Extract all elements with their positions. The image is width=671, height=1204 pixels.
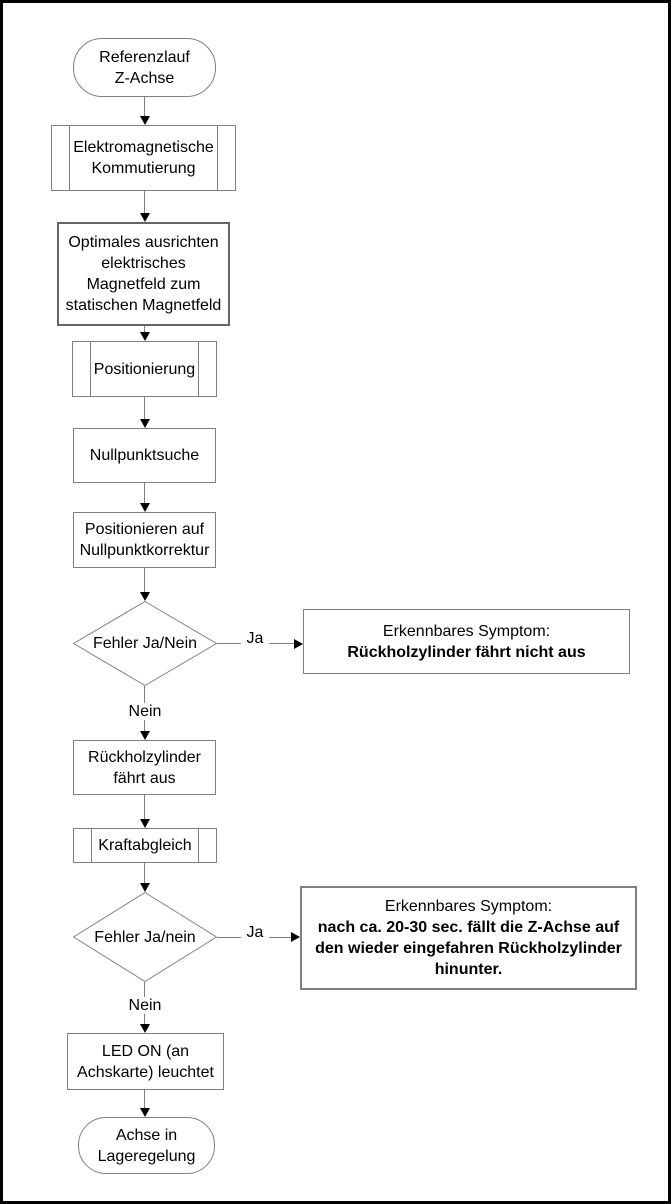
edge-label-decision-1-no: Nein (121, 703, 169, 720)
node-electromagnetic-commutation-label: Elektromagnetische Kommutierung (73, 139, 214, 177)
connector-cylinder-to-force-balance (144, 795, 145, 820)
arrowhead-cylinder-to-force-balance (140, 819, 150, 828)
node-cylinder-extends: Rückholzylinder fährt aus (73, 740, 216, 795)
connector-force-balance-to-decision-2 (144, 863, 145, 884)
connector-correction-to-decision-1 (144, 568, 145, 593)
node-positioning-label: Positionierung (93, 360, 196, 378)
node-decision-2: Fehler Ja/nein (73, 892, 217, 982)
node-symptom-2-heading: Erkennbares Symptom: (384, 898, 553, 915)
edge-label-decision-1-yes: Ja (241, 630, 269, 647)
node-decision-1: Fehler Ja/Nein (73, 601, 217, 686)
node-symptom-1-heading: Erkennbares Symptom: (382, 622, 551, 640)
node-align-magnetic-field-label: Optimales ausrichten elektrisches Magnet… (65, 234, 222, 314)
arrowhead-decision-2-no (140, 1024, 150, 1033)
connector-zero-search-to-correction (144, 483, 145, 504)
arrowhead-align-to-positioning (140, 332, 150, 341)
node-positioning: Positionierung (72, 341, 217, 397)
node-zero-point-search: Nullpunktsuche (73, 428, 216, 483)
arrowhead-positioning-to-zero-search (140, 419, 150, 428)
node-symptom-1: Erkennbares Symptom: Rückholzylinder fäh… (303, 609, 630, 674)
node-start-terminator: Referenzlauf Z-Achse (73, 38, 216, 97)
arrowhead-decision-2-yes (291, 932, 300, 942)
node-force-balance-label: Kraftabgleich (98, 837, 192, 854)
arrowhead-commutation-to-align (140, 213, 150, 222)
arrowhead-start-to-commutation (140, 116, 150, 125)
node-decision-2-label: Fehler Ja/nein (94, 928, 196, 946)
node-zero-point-correction-label: Positionieren auf Nullpunktkorrektur (79, 521, 210, 559)
arrowhead-zero-search-to-correction (140, 503, 150, 512)
node-end-terminator: Achse in Lageregelung (78, 1117, 215, 1174)
diamond-shape-2 (73, 892, 217, 982)
arrowhead-decision-1-yes (294, 639, 303, 649)
edge-label-decision-2-yes: Ja (241, 924, 269, 941)
connector-align-to-positioning (144, 326, 145, 334)
flowchart-canvas: Referenzlauf Z-Achse Elektromagnetische … (3, 3, 668, 1201)
arrowhead-correction-to-decision-1 (140, 592, 150, 601)
node-cylinder-extends-label: Rückholzylinder fährt aus (88, 748, 201, 787)
arrowhead-force-balance-to-decision-2 (140, 883, 150, 892)
edge-label-decision-2-no: Nein (121, 997, 169, 1014)
node-symptom-1-detail: Rückholzylinder fährt nicht aus (347, 643, 586, 661)
node-decision-1-label: Fehler Ja/Nein (92, 635, 198, 652)
connector-led-to-end (144, 1090, 145, 1109)
node-symptom-2: Erkennbares Symptom: nach ca. 20-30 sec.… (300, 886, 637, 990)
arrowhead-decision-1-no (140, 731, 150, 740)
connector-start-to-commutation (144, 97, 145, 117)
connector-commutation-to-align (144, 191, 145, 214)
node-electromagnetic-commutation: Elektromagnetische Kommutierung (51, 125, 236, 191)
node-zero-point-correction: Positionieren auf Nullpunktkorrektur (73, 512, 216, 568)
node-force-balance: Kraftabgleich (73, 828, 217, 863)
node-led-on: LED ON (an Achskarte) leuchtet (67, 1033, 224, 1090)
node-align-magnetic-field: Optimales ausrichten elektrisches Magnet… (57, 222, 230, 326)
node-zero-point-search-label: Nullpunktsuche (89, 447, 200, 464)
connector-positioning-to-zero-search (144, 397, 145, 420)
arrowhead-led-to-end (140, 1108, 150, 1117)
node-start-label: Referenzlauf Z-Achse (99, 48, 190, 87)
node-symptom-2-detail: nach ca. 20-30 sec. fällt die Z-Achse au… (315, 919, 622, 978)
node-end-label: Achse in Lageregelung (97, 1126, 196, 1165)
node-led-on-label: LED ON (an Achskarte) leuchtet (77, 1042, 214, 1081)
diamond-shape-1 (73, 601, 217, 686)
